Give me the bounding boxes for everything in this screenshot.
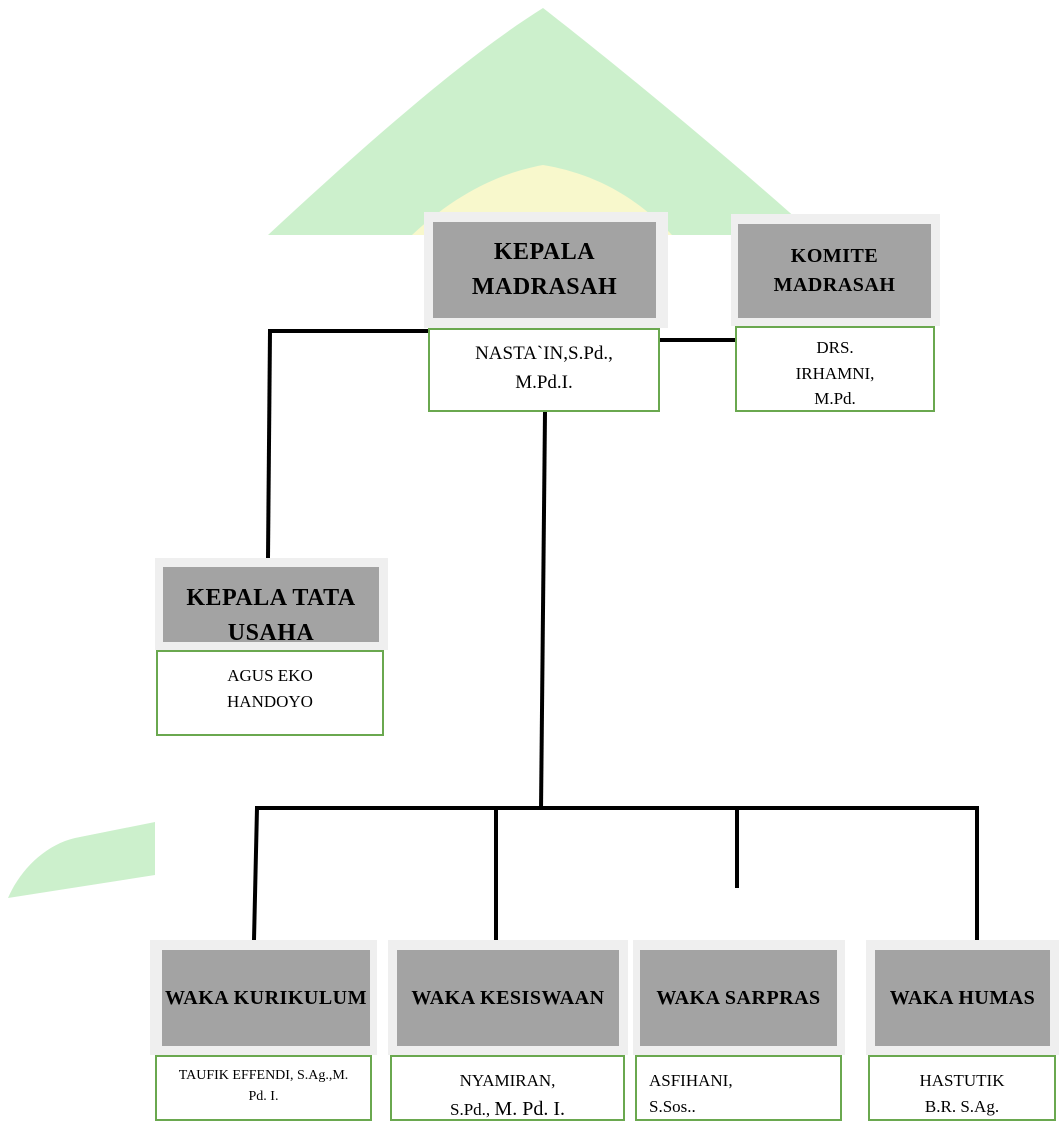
title-waka-kurikulum: WAKA KURIKULUM <box>162 950 370 1046</box>
watermark-wing <box>8 822 155 898</box>
title-kepala-madrasah: KEPALA MADRASAH <box>433 222 656 318</box>
title-komite-madrasah: KOMITE MADRASAH <box>738 224 931 318</box>
name-line-2b: M. Pd. I. <box>494 1097 565 1120</box>
name-kepala-tata-usaha: AGUS EKO HANDOYO <box>156 650 384 736</box>
connector-left-down <box>266 330 272 559</box>
title-kepala-tata-usaha: KEPALA TATA USAHA <box>163 567 379 642</box>
connector-main-down <box>539 411 547 811</box>
name-waka-sarpras: ASFIHANI, S.Sos.. <box>635 1055 842 1121</box>
name-line-1: NYAMIRAN, <box>459 1071 556 1090</box>
connector-drop-kurikulum <box>252 807 259 941</box>
title-waka-sarpras: WAKA SARPRAS <box>640 950 837 1046</box>
name-komite-madrasah: DRS. IRHAMNI, M.Pd. <box>735 326 935 412</box>
title-waka-humas: WAKA HUMAS <box>875 950 1050 1046</box>
name-line-2a: S.Pd., <box>450 1099 495 1119</box>
name-waka-kurikulum: TAUFIK EFFENDI, S.Ag.,M. Pd. I. <box>155 1055 372 1121</box>
watermark-roof <box>268 8 815 235</box>
title-waka-kesiswaan: WAKA KESISWAAN <box>397 950 619 1046</box>
name-kepala-madrasah: NASTA`IN,S.Pd., M.Pd.I. <box>428 328 660 412</box>
name-waka-kesiswaan: NYAMIRAN, S.Pd., M. Pd. I. <box>390 1055 625 1121</box>
name-waka-humas: HASTUTIK B.R. S.Ag. <box>868 1055 1056 1121</box>
